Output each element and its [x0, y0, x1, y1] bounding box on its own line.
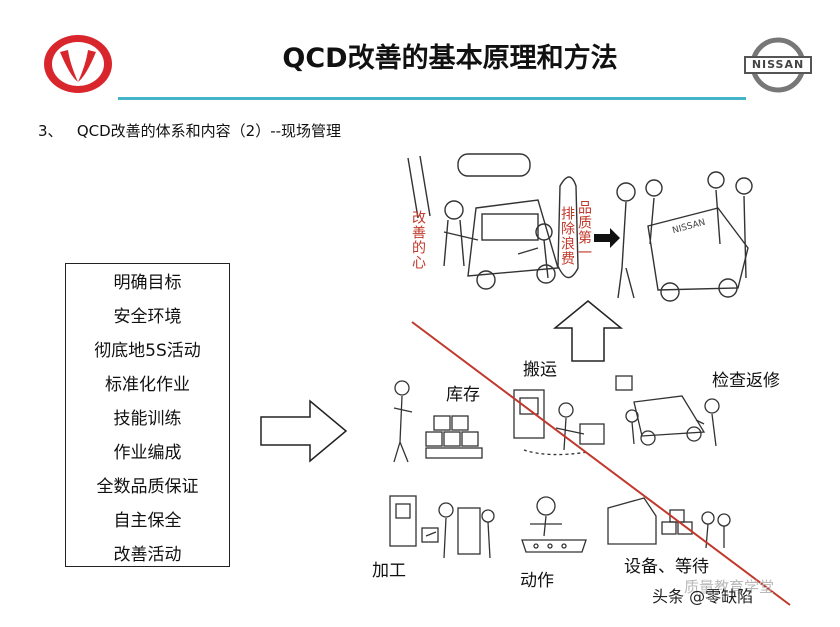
inventory-illustration: [393, 380, 483, 463]
watermark-background-text: 质量教育学堂: [684, 578, 775, 596]
transport-illustration: [513, 389, 605, 456]
list-item: 改善活动: [113, 545, 182, 565]
watermark: 头条 @零缺陷: [652, 587, 754, 606]
nissan-logo-text: NISSAN: [751, 58, 805, 71]
list-item: 技能训练: [113, 409, 182, 429]
slide-title: QCD改善的基本原理和方法: [282, 43, 618, 74]
dongfeng-logo: [44, 35, 112, 93]
nissan-logo: [744, 37, 812, 93]
inventory-label: 库存: [446, 385, 480, 405]
workers-car-illustration: [407, 153, 753, 302]
list-item: 彻底地5S活动: [94, 341, 201, 361]
improvement-mind-label: 改善的心: [410, 210, 426, 270]
section-subtitle: 3、 QCD改善的体系和内容（2）--现场管理: [38, 122, 342, 140]
hollow-right-arrow-icon: [260, 399, 348, 463]
title-divider: [118, 97, 746, 100]
processing-label: 加工: [372, 561, 406, 581]
list-item: 安全环境: [113, 307, 182, 327]
list-item: 标准化作业: [105, 375, 190, 395]
management-items-box: 明确目标 安全环境 彻底地5S活动 标准化作业 技能训练 作业编成 全数品质保证…: [65, 263, 230, 567]
equipment-waiting-label: 设备、等待: [624, 557, 709, 577]
list-item: 自主保全: [113, 511, 182, 531]
list-item: 明确目标: [113, 273, 182, 293]
inspection-label: 检查返修: [712, 371, 780, 391]
processing-illustration: [389, 495, 495, 559]
motion-illustration: [521, 496, 587, 553]
motion-label: 动作: [520, 571, 554, 591]
transport-label: 搬运: [523, 360, 557, 380]
equipment-waiting-illustration: [607, 497, 731, 549]
quality-first-label: 品质第一: [576, 200, 592, 260]
eliminate-waste-label: 排除浪费: [559, 206, 575, 266]
list-item: 全数品质保证: [96, 477, 199, 497]
hollow-up-arrow-icon: [552, 300, 624, 362]
list-item: 作业编成: [113, 443, 182, 463]
inspection-illustration: [615, 375, 720, 447]
